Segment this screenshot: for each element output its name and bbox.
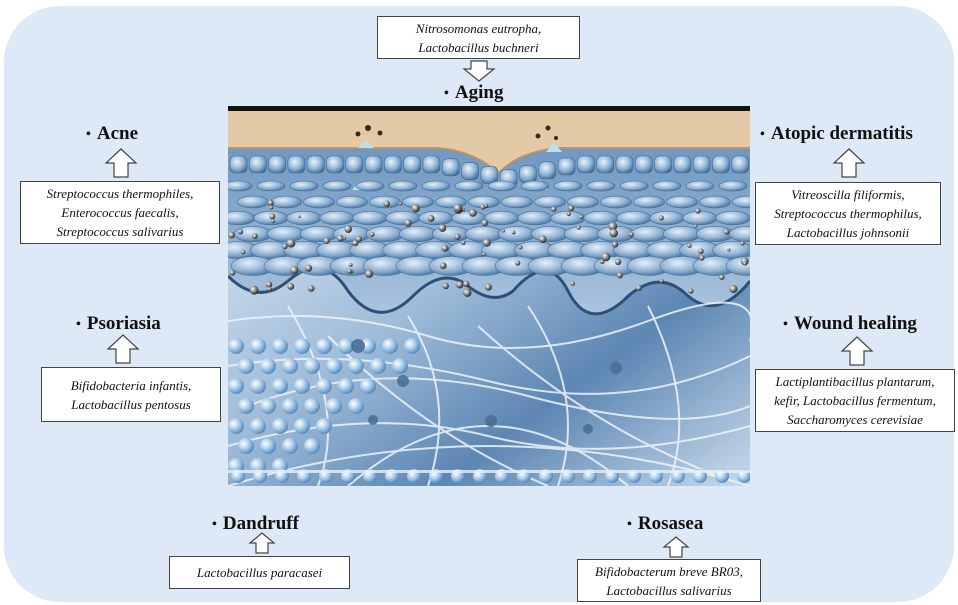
species-text: Lactobacillus salivarius [578, 581, 760, 600]
skin-cross-section-illustration [228, 106, 750, 486]
species-text: Streptococcus thermophilus, [756, 204, 940, 223]
aging-probiotics-box: Nitrosomonas eutropha, Lactobacillus buc… [377, 16, 580, 59]
arrow-to-atopic-dermatitis [832, 148, 866, 178]
rosasea-probiotics-box: Bifidobacterum breve BR03, Lactobacillus… [577, 559, 761, 602]
arrow-to-psoriasia [106, 334, 140, 364]
arrow-to-dandruff [248, 532, 276, 554]
rosasea-heading: •Rosasea [627, 513, 703, 535]
acne-probiotics-box: Streptococcus thermophiles, Enterococcus… [20, 181, 220, 244]
species-text: Streptococcus thermophiles, [21, 184, 219, 203]
species-text: kefir, Lactobacillus fermentum, [756, 391, 954, 410]
species-text: Saccharomyces cerevisiae [756, 410, 954, 429]
species-text: Bifidobacteria infantis, [42, 376, 220, 395]
arrow-to-aging [462, 60, 496, 82]
acne-heading: •Acne [86, 123, 138, 145]
wound-healing-probiotics-box: Lactiplantibacillus plantarum, kefir, La… [755, 369, 955, 432]
species-text: Lactobacillus paracasei [170, 563, 349, 582]
species-text: Bifidobacterum breve BR03, [578, 562, 760, 581]
psoriasia-probiotics-box: Bifidobacteria infantis, Lactobacillus p… [41, 367, 221, 422]
species-text: Lactobacillus johnsonii [756, 223, 940, 242]
species-text: Lactobacillus pentosus [42, 395, 220, 414]
species-text: Enterococcus faecalis, [21, 203, 219, 222]
psoriasia-heading: •Psoriasia [76, 313, 161, 335]
species-text: Lactiplantibacillus plantarum, [756, 372, 954, 391]
arrow-to-acne [104, 148, 138, 178]
dandruff-probiotics-box: Lactobacillus paracasei [169, 556, 350, 589]
dandruff-heading: •Dandruff [212, 513, 299, 535]
wound-healing-heading: •Wound healing [783, 313, 917, 335]
aging-heading: •Aging [444, 82, 503, 104]
arrow-to-wound-healing [840, 336, 874, 366]
species-text: Nitrosomonas eutropha, [378, 19, 579, 38]
species-text: Streptococcus salivarius [21, 222, 219, 241]
species-text: Vitreoscilla filiformis, [756, 185, 940, 204]
atopic-dermatitis-heading: •Atopic dermatitis [760, 123, 913, 145]
species-text: Lactobacillus buchneri [378, 38, 579, 57]
arrow-to-rosasea [662, 536, 690, 558]
atopic-dermatitis-probiotics-box: Vitreoscilla filiformis, Streptococcus t… [755, 182, 941, 245]
